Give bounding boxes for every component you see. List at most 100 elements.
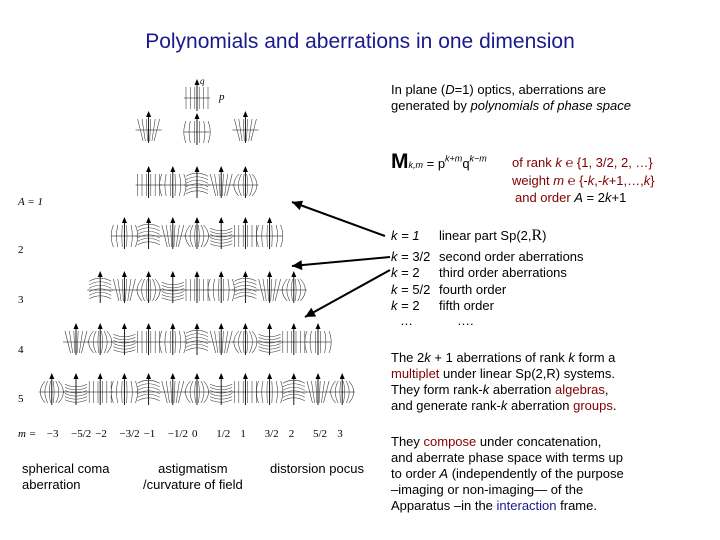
- plot-grid-line: [55, 380, 60, 404]
- plot-grid-line: [161, 294, 184, 298]
- plot-grid-line: [207, 278, 211, 302]
- plot-grid-line: [210, 399, 233, 403]
- plot-grid-line: [306, 380, 313, 404]
- plot-arrow-head: [194, 373, 200, 379]
- m-value: 3/2: [264, 428, 279, 440]
- plot-arrow-head: [121, 271, 127, 277]
- plot-grid-line: [179, 173, 181, 197]
- plot-grid-line: [238, 173, 242, 197]
- plot-arrow-head: [73, 323, 79, 329]
- plot-grid-line: [297, 278, 302, 302]
- plot-grid-line: [189, 380, 194, 404]
- plot-grid-line: [210, 234, 233, 238]
- plot-grid-line: [282, 390, 305, 395]
- plot-grid-line: [339, 380, 342, 404]
- row-label-3: 3: [18, 294, 24, 306]
- plot-grid-line: [173, 380, 176, 404]
- plot-grid-line: [64, 396, 88, 400]
- plot-arrow-head: [242, 166, 248, 172]
- plot-arrow-head: [315, 373, 321, 379]
- plot-grid-line: [183, 120, 187, 144]
- plot-grid-line: [49, 380, 51, 404]
- plot-grid-line: [137, 238, 160, 242]
- m-value: −1/2: [167, 428, 189, 440]
- plot-grid-line: [246, 118, 248, 142]
- row-label-5: 5: [18, 393, 24, 405]
- plot-arrow-head: [97, 323, 103, 329]
- plot-grid-line: [130, 224, 133, 248]
- plot-grid-line: [137, 386, 160, 391]
- plot-grid-line: [251, 173, 258, 197]
- plot-arrow-head: [194, 217, 200, 223]
- plot-grid-line: [97, 330, 100, 354]
- plot-grid-line: [214, 330, 219, 354]
- plot-arrow-head: [146, 217, 152, 223]
- plot-grid-line: [210, 387, 233, 391]
- plot-grid-line: [185, 224, 191, 248]
- plot-grid-line: [137, 379, 160, 384]
- m-value: −5/2: [71, 428, 92, 440]
- plot-grid-line: [242, 330, 245, 354]
- plot-grid-line: [151, 118, 156, 142]
- plot-grid-line: [64, 399, 88, 403]
- plot-grid-line: [262, 278, 267, 302]
- plot-grid-line: [315, 380, 318, 404]
- plot-grid-line: [210, 231, 233, 235]
- plot-grid-line: [185, 336, 209, 341]
- plot-arrow-head: [170, 217, 176, 223]
- plot-grid-line: [113, 334, 136, 338]
- plot-grid-line: [113, 346, 136, 350]
- axis-q-label: q: [200, 76, 205, 86]
- plot-grid-line: [161, 282, 184, 286]
- plot-grid-line: [76, 330, 79, 354]
- plot-grid-line: [185, 329, 209, 334]
- plot-arrow-head: [97, 373, 103, 379]
- plot-arrow-head: [242, 217, 248, 223]
- plot-arrow-head: [146, 166, 152, 172]
- plot-arrow-head: [267, 217, 273, 223]
- plot-grid-line: [210, 228, 233, 232]
- plot-grid-line: [203, 120, 206, 144]
- plot-grid-line: [224, 173, 229, 197]
- plot-grid-line: [137, 230, 160, 235]
- plot-grid-line: [161, 380, 168, 404]
- m-value: 1: [240, 428, 246, 440]
- m-value: −3: [46, 428, 59, 440]
- plot-arrow-head: [267, 271, 273, 277]
- plot-arrow-head: [339, 373, 345, 379]
- plot-grid-line: [141, 278, 145, 302]
- plot-grid-line: [234, 284, 257, 289]
- plot-grid-line: [256, 380, 259, 404]
- plot-grid-line: [185, 380, 191, 404]
- plot-grid-line: [321, 380, 325, 404]
- m-value: 5/2: [313, 428, 328, 440]
- plot-grid-line: [222, 330, 224, 354]
- plot-grid-line: [52, 380, 55, 404]
- plot-grid-line: [246, 173, 248, 197]
- plot-grid-line: [275, 380, 278, 404]
- plot-arrow-head: [121, 323, 127, 329]
- aberration-triangle-diagram: qp: [38, 76, 356, 405]
- plot-grid-line: [146, 118, 148, 142]
- plot-grid-line: [137, 234, 160, 239]
- plot-grid-line: [170, 224, 172, 248]
- caption-distorsion-pocus: distorsion pocus: [270, 461, 364, 476]
- plot-grid-line: [149, 278, 152, 302]
- plot-grid-line: [101, 330, 103, 354]
- plot-grid-line: [185, 183, 209, 188]
- plot-grid-line: [242, 173, 245, 197]
- plot-arrow-head: [291, 373, 297, 379]
- plot-grid-line: [233, 173, 240, 197]
- plot-grid-line: [275, 224, 278, 248]
- plot-grid-line: [185, 347, 209, 352]
- plot-grid-line: [141, 118, 146, 142]
- plot-grid-line: [64, 330, 71, 354]
- plot-grid-line: [113, 343, 136, 347]
- plot-grid-line: [291, 278, 293, 302]
- plot-grid-line: [153, 118, 160, 142]
- plot-grid-line: [64, 393, 88, 397]
- plot-grid-line: [249, 330, 253, 354]
- rank-definition: of rank k ℮ {1, 3/2, 2, …}: [512, 155, 653, 170]
- multiplet-paragraph: The 2k + 1 aberrations of rank k form a …: [391, 350, 617, 413]
